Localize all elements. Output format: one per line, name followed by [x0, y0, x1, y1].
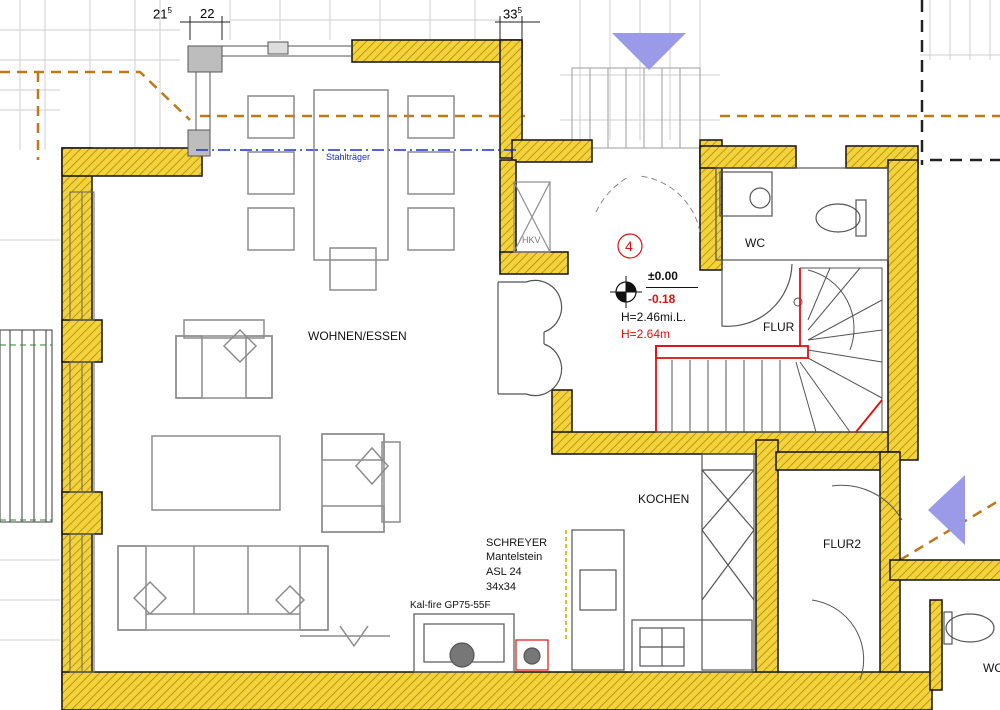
room-hall2: FLUR2 — [823, 537, 862, 551]
staircase-red — [655, 268, 883, 433]
column-structure — [187, 41, 352, 157]
room-wc: WC — [745, 236, 765, 250]
terrace-left — [0, 329, 53, 523]
room-number: 4 — [625, 238, 633, 254]
dim-21-sup: 5 — [167, 6, 172, 15]
hkv-cabinet — [513, 181, 551, 253]
dim-21-value: 21 — [153, 6, 168, 22]
room-living: WOHNEN/ESSEN — [308, 329, 407, 343]
room-hall: FLUR — [763, 320, 795, 334]
dim-33-sup: 5 — [517, 6, 522, 15]
dim-22: 22 — [200, 6, 215, 21]
left-windows — [69, 191, 95, 673]
room-wc2: WC — [983, 661, 1000, 675]
chimney-model: ASL 24 — [486, 566, 522, 578]
walls — [61, 39, 1000, 710]
flur2-door — [811, 484, 903, 681]
level-underline — [646, 287, 698, 288]
beam-label: Stahlträger — [326, 152, 371, 162]
chimney-type: Mantelstein — [486, 551, 543, 563]
level-finished: ±0.00 — [648, 269, 678, 283]
entry-arrow-icon — [612, 33, 686, 70]
room-kitchen: KOCHEN — [638, 492, 690, 506]
furniture — [117, 89, 455, 648]
height-avg: H=2.46mi.L. — [621, 310, 687, 324]
staircase — [655, 267, 883, 433]
stove-label: Kal-fire GP75-55F — [410, 600, 491, 611]
side-arrow-icon — [928, 475, 965, 545]
dimension-lines — [180, 16, 540, 40]
chimney-size: 34x34 — [486, 581, 516, 593]
chimney-maker: SCHREYER — [486, 537, 548, 549]
dim-33: 335 — [503, 6, 522, 21]
fireplace — [413, 530, 567, 673]
exterior-stairs — [571, 67, 701, 149]
kitchen-units — [571, 453, 755, 673]
wc2-fixtures — [943, 611, 995, 645]
background-grid — [0, 0, 1000, 641]
dim-21: 215 — [153, 6, 172, 21]
level-raw: -0.18 — [648, 292, 676, 306]
entry-door — [497, 279, 563, 397]
hkv-label: HKV — [522, 235, 541, 245]
height-clear: H=2.64m — [621, 327, 671, 341]
level-symbol-icon — [610, 276, 642, 308]
dim-33-value: 33 — [503, 6, 518, 22]
wc-fixtures — [715, 167, 889, 327]
hall-door — [595, 175, 701, 233]
room-number-badge — [617, 233, 643, 259]
